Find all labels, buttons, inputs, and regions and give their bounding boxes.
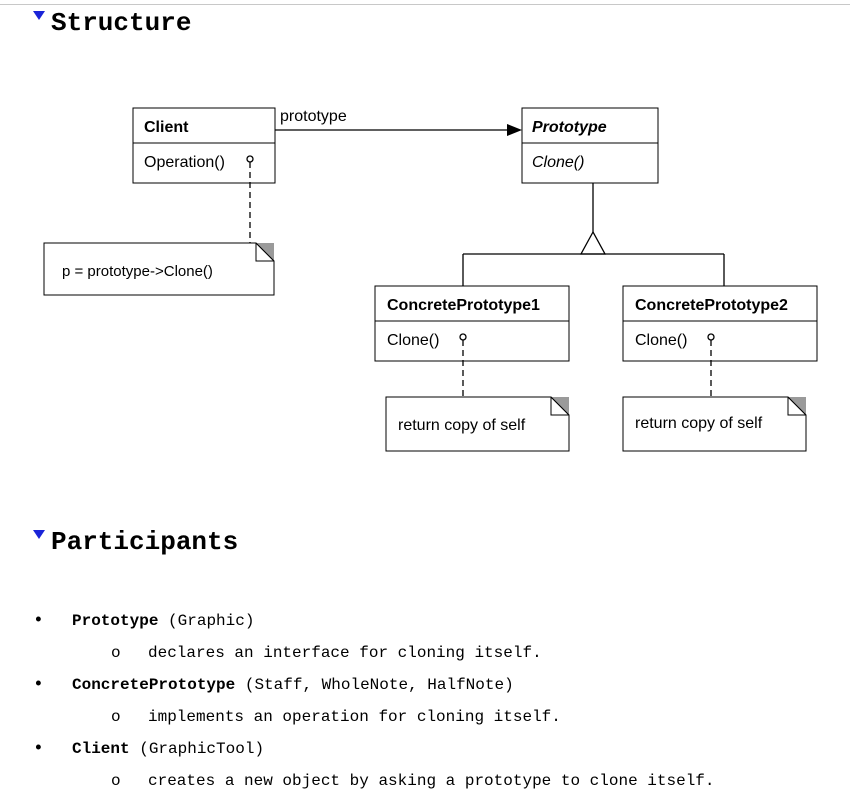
bullet: • (33, 675, 44, 695)
structure-diagram: Client Operation() p = prototype->Clone(… (43, 107, 818, 452)
concrete-prototype1-operation: Clone() (387, 332, 439, 349)
sub-bullet: o (111, 708, 121, 726)
participant-description: implements an operation for cloning itse… (148, 708, 561, 726)
participants-heading[interactable]: Participants (33, 527, 238, 557)
concrete-prototype2-operation: Clone() (635, 332, 687, 349)
client-operation: Operation() (144, 154, 225, 171)
client-note-anchor (246, 155, 254, 163)
bullet: • (33, 611, 44, 631)
sub-bullet: o (111, 772, 121, 790)
collapse-triangle-icon[interactable] (33, 11, 45, 20)
concrete-prototype2-class-box: ConcretePrototype2 Clone() (622, 285, 818, 362)
bullet: • (33, 739, 44, 759)
participants-heading-text: Participants (51, 527, 239, 557)
participant-name: Prototype (72, 612, 159, 630)
inheritance-triangle (579, 230, 607, 255)
client-note-text: p = prototype->Clone() (62, 263, 213, 280)
participant-example: (Graphic) (168, 612, 255, 630)
association-arrowhead (507, 124, 522, 136)
concrete-prototype2-name: ConcretePrototype2 (635, 297, 788, 314)
top-divider (0, 4, 850, 5)
concrete2-note-anchor (707, 333, 715, 341)
concrete-prototype1-name: ConcretePrototype1 (387, 297, 540, 314)
inheritance-connector (462, 183, 725, 286)
participant-name: Client (72, 740, 130, 758)
prototype-operation: Clone() (532, 154, 584, 171)
client-class-name: Client (144, 119, 189, 136)
concrete2-note-text: return copy of self (635, 415, 763, 432)
prototype-class-box: Prototype Clone() (521, 107, 659, 184)
concrete1-note: return copy of self (385, 396, 570, 452)
sub-bullet: o (111, 644, 121, 662)
participant-description: creates a new object by asking a prototy… (148, 772, 715, 790)
participant-example: (GraphicTool) (139, 740, 265, 758)
structure-heading[interactable]: Structure (33, 8, 191, 38)
client-note: p = prototype->Clone() (43, 242, 275, 296)
collapse-triangle-icon[interactable] (33, 530, 45, 539)
association-label: prototype (280, 108, 347, 125)
concrete1-note-anchor (459, 333, 467, 341)
participant-description: declares an interface for cloning itself… (148, 644, 542, 662)
participant-name: ConcretePrototype (72, 676, 236, 694)
concrete2-note: return copy of self (622, 396, 807, 452)
participant-example: (Staff, WholeNote, HalfNote) (244, 676, 514, 694)
prototype-class-name: Prototype (532, 119, 607, 136)
client-class-box: Client Operation() (132, 107, 276, 184)
concrete-prototype1-class-box: ConcretePrototype1 Clone() (374, 285, 570, 362)
concrete1-note-text: return copy of self (398, 417, 526, 434)
structure-heading-text: Structure (51, 8, 192, 38)
